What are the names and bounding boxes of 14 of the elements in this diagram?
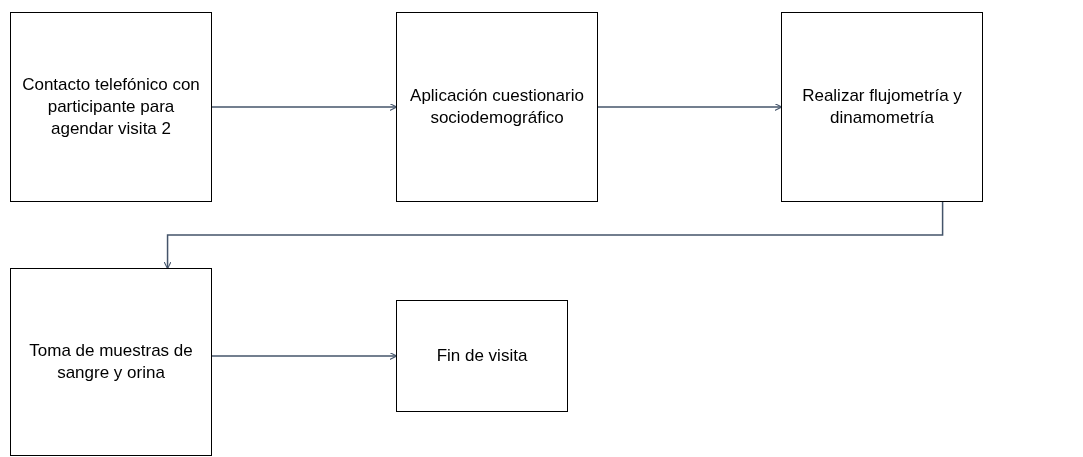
process-box xyxy=(10,12,212,202)
arrow xyxy=(211,103,398,112)
arrow xyxy=(211,352,398,361)
process-box xyxy=(396,12,598,202)
box-text: Fin de visita xyxy=(436,344,528,367)
arrow xyxy=(597,103,783,112)
box-text: Realizar flujometría y dinamometría xyxy=(801,84,963,129)
process-box xyxy=(396,300,568,412)
box-text: Aplicación cuestionario sociodemográfico xyxy=(409,84,585,129)
process-box xyxy=(10,268,212,456)
box-text: Toma de muestras de sangre y orina xyxy=(28,339,194,384)
box-text: Contacto telefónico con participante para agendar visita 2 xyxy=(21,73,201,141)
process-box xyxy=(781,12,983,202)
arrow xyxy=(163,201,944,270)
